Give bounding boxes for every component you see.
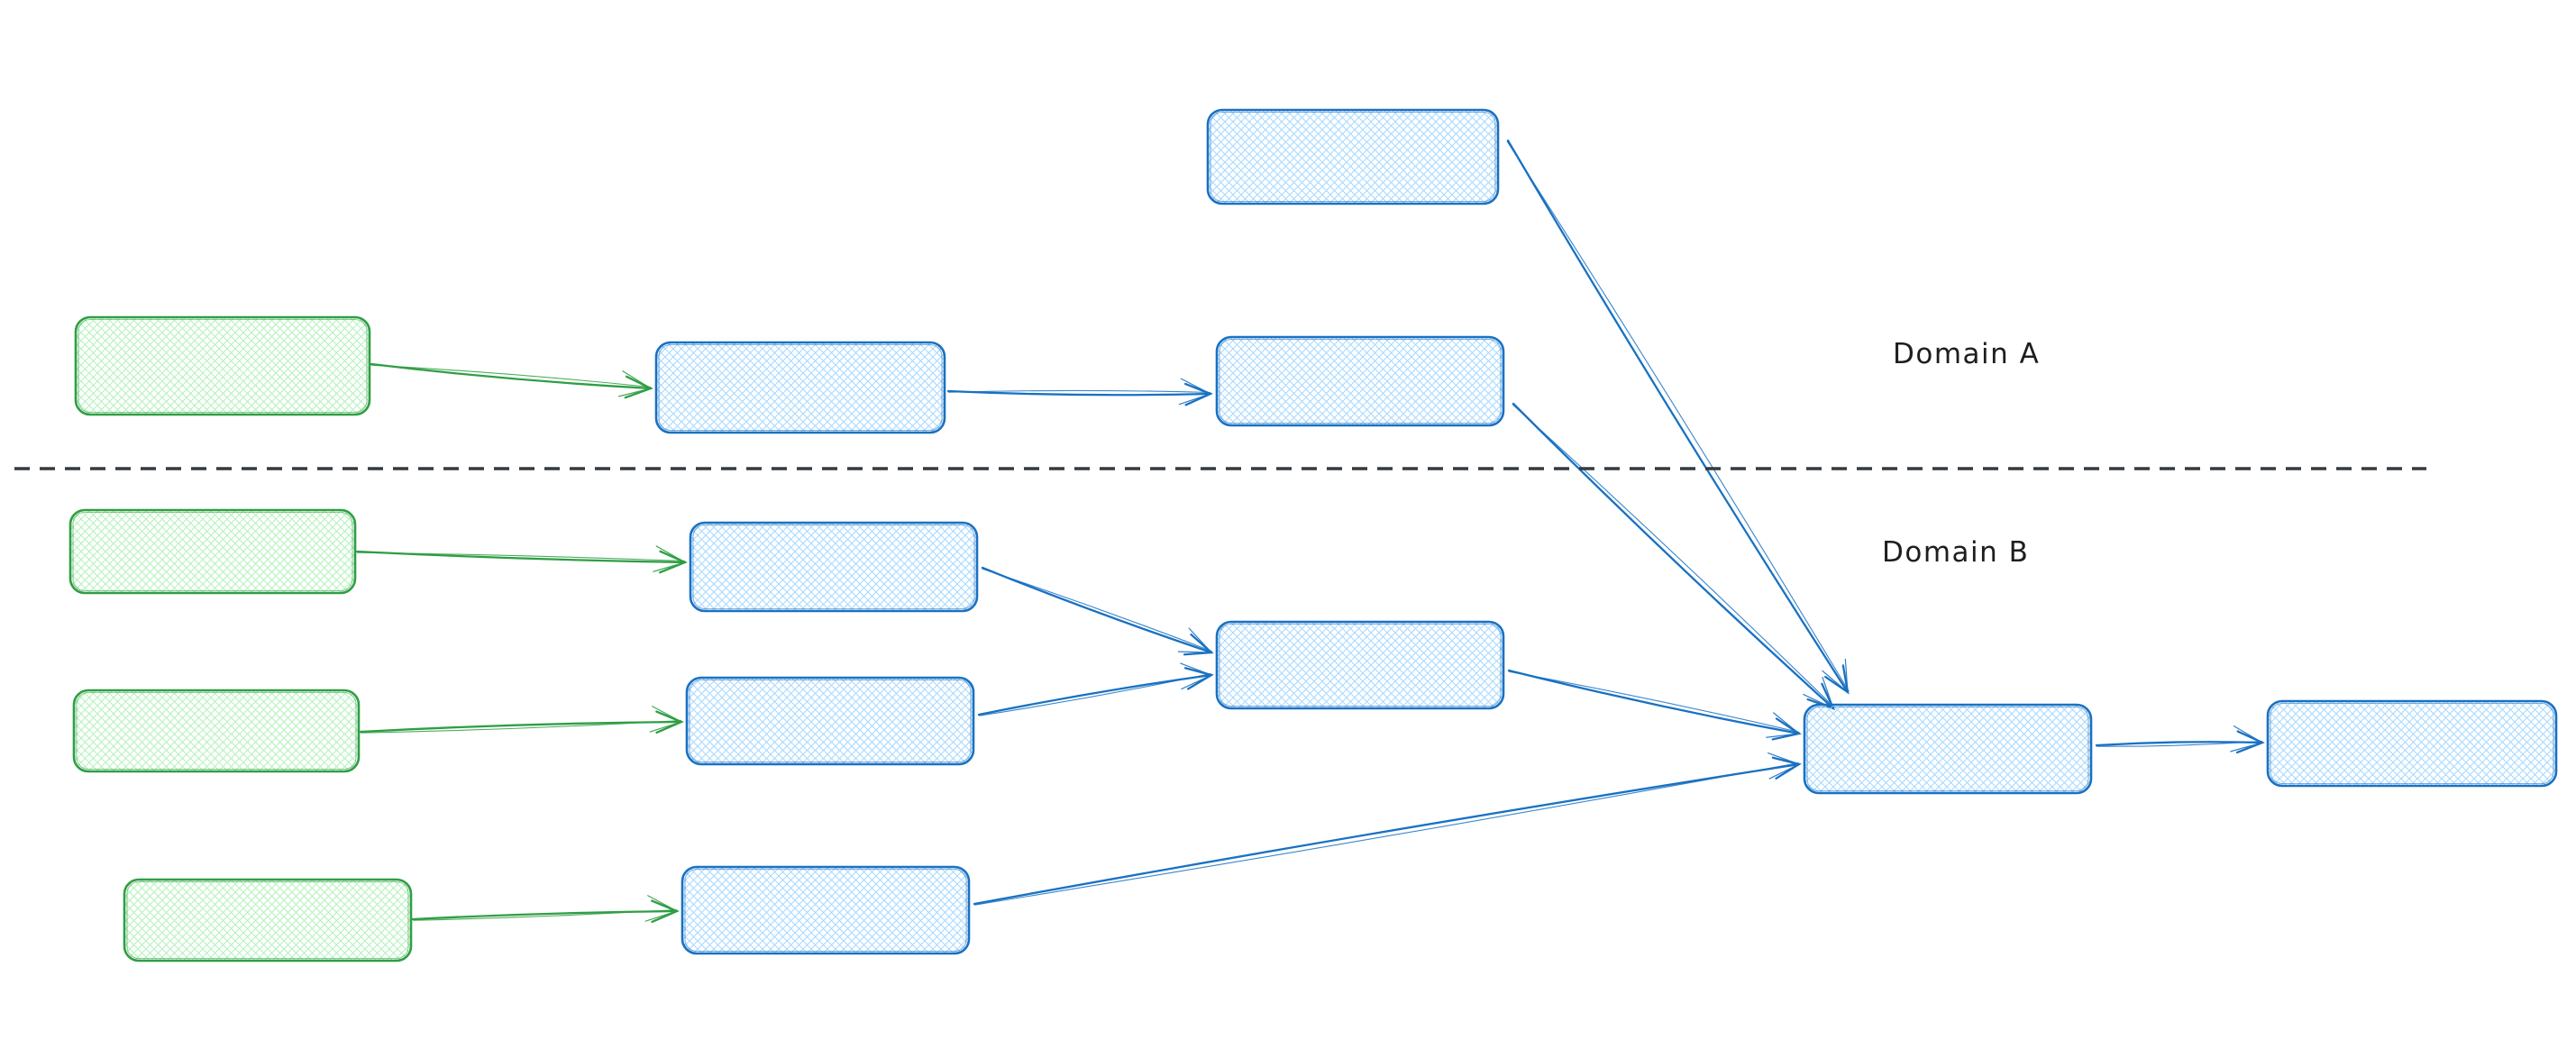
edges-layer bbox=[355, 139, 2265, 924]
edge-blue-a1-to-blue-a2 bbox=[946, 378, 1213, 406]
blue-box bbox=[1803, 703, 2093, 795]
arrow-line bbox=[370, 362, 653, 390]
sketch-outline bbox=[76, 691, 357, 771]
edge-merge-to-output bbox=[2095, 725, 2265, 754]
edge-green-b2-to-blue-b2 bbox=[359, 706, 684, 734]
blue-box bbox=[689, 521, 979, 613]
sketch-outline bbox=[2270, 702, 2554, 785]
sketch-outline bbox=[1219, 623, 1502, 707]
arrow-head bbox=[649, 706, 683, 733]
node-blue-a-2 bbox=[1215, 335, 1505, 427]
arrow-head bbox=[1180, 662, 1213, 690]
arrow-line bbox=[981, 566, 1213, 654]
green-box bbox=[69, 508, 357, 595]
arrow-line-sketch bbox=[947, 389, 1211, 394]
arrow-line bbox=[1506, 139, 1850, 694]
arrow-line-sketch bbox=[979, 672, 1211, 716]
blue-box bbox=[1215, 335, 1505, 427]
node-green-b-2 bbox=[72, 689, 361, 773]
green-box bbox=[74, 315, 371, 416]
arrow-head bbox=[644, 895, 679, 922]
edge-green-a-to-blue-a1 bbox=[370, 362, 653, 399]
arrow-head bbox=[653, 545, 687, 572]
node-blue-output bbox=[2266, 699, 2558, 788]
arrow-head bbox=[1822, 658, 1849, 694]
edge-green-b3-to-blue-b3 bbox=[411, 895, 680, 924]
arrow-line-sketch bbox=[370, 364, 652, 388]
blue-box bbox=[1215, 620, 1505, 710]
edge-green-b1-to-blue-b1 bbox=[355, 545, 688, 574]
green-box bbox=[123, 878, 413, 962]
node-blue-b-3 bbox=[681, 865, 971, 955]
sketch-outline bbox=[72, 511, 353, 592]
arrow-line-sketch bbox=[2096, 740, 2263, 747]
arrow-line-sketch bbox=[1506, 141, 1850, 692]
arrow-line-sketch bbox=[1508, 670, 1800, 734]
blue-box bbox=[2266, 699, 2558, 788]
arrow-head bbox=[617, 370, 653, 397]
arrow-line-sketch bbox=[1512, 404, 1835, 708]
edge-blue-b3-to-merge bbox=[973, 753, 1802, 906]
node-blue-b-2 bbox=[685, 676, 975, 766]
domain-a-label: Domain A bbox=[1893, 338, 2040, 370]
node-green-a bbox=[74, 315, 371, 416]
edge-blue-top-to-blue-merge bbox=[1506, 139, 1850, 695]
nodes-layer bbox=[69, 108, 2558, 962]
sketch-outline bbox=[1219, 338, 1502, 424]
node-blue-top bbox=[1206, 108, 1500, 205]
arrow-line bbox=[973, 762, 1801, 906]
sketch-outline bbox=[689, 679, 972, 763]
arrow-head bbox=[1177, 627, 1213, 653]
sketch-outline bbox=[78, 318, 368, 414]
node-blue-merge bbox=[1803, 703, 2093, 795]
arrow-line bbox=[946, 389, 1212, 397]
blue-box bbox=[1206, 108, 1500, 205]
arrow-line-sketch bbox=[982, 568, 1212, 652]
arrow-head bbox=[1767, 753, 1801, 780]
arrow-line bbox=[1507, 669, 1801, 735]
blue-box bbox=[681, 865, 971, 955]
arrow-line-sketch bbox=[356, 552, 686, 562]
arrow-line-sketch bbox=[413, 908, 677, 921]
blue-box bbox=[685, 676, 975, 766]
sketch-outline bbox=[1806, 706, 2089, 792]
arrow-line-sketch bbox=[361, 719, 681, 734]
arrow-line bbox=[1512, 402, 1835, 710]
node-blue-a-1 bbox=[654, 341, 946, 434]
node-green-b-3 bbox=[123, 878, 413, 962]
arrow-head bbox=[1178, 378, 1212, 406]
domain-b-label: Domain B bbox=[1882, 536, 2029, 569]
arrow-head bbox=[2230, 725, 2264, 753]
edge-blue-b2-to-confluence bbox=[977, 662, 1214, 716]
sketch-outline bbox=[1210, 111, 1496, 203]
sketch-outline bbox=[684, 868, 967, 953]
edge-blue-b1-to-confluence bbox=[981, 566, 1214, 656]
edge-blue-a2-to-blue-merge bbox=[1512, 402, 1836, 710]
green-box bbox=[72, 689, 361, 773]
node-blue-b-confluence bbox=[1215, 620, 1505, 710]
sketch-outline bbox=[692, 524, 975, 610]
node-green-b-1 bbox=[69, 508, 357, 595]
blue-box bbox=[654, 341, 946, 434]
node-blue-b-1 bbox=[689, 521, 979, 613]
sketch-outline bbox=[658, 343, 943, 432]
arrow-head bbox=[1766, 712, 1801, 738]
edge-confluence-to-merge bbox=[1507, 669, 1802, 741]
sketch-outline bbox=[126, 880, 409, 960]
arrow-line-sketch bbox=[974, 762, 1799, 906]
